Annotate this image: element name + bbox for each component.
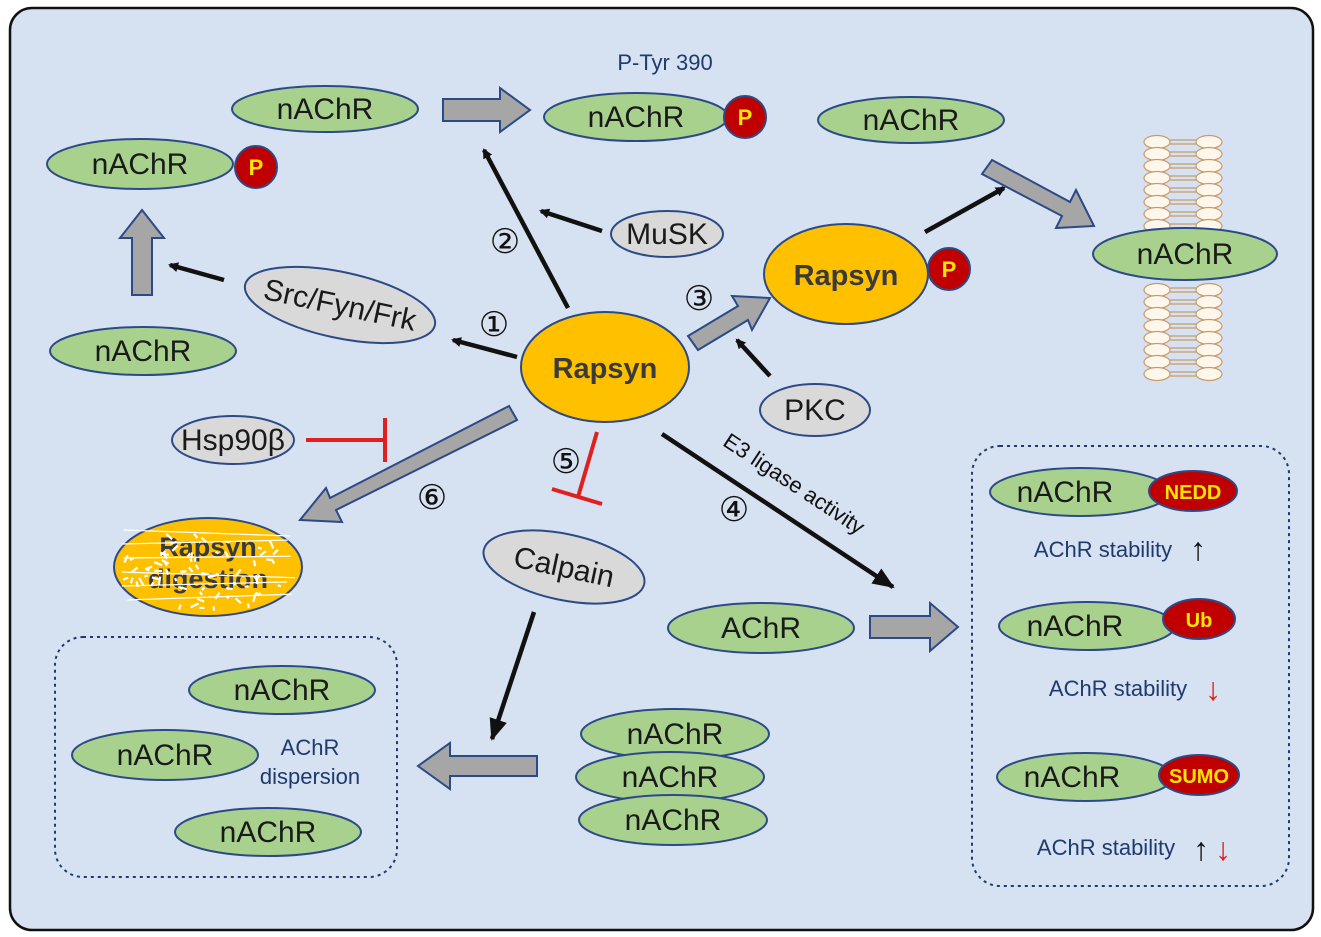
svg-text:nAChR: nAChR [1027, 610, 1124, 643]
dispersion-box [54, 636, 398, 878]
stability-sumo-arrow-up: ↑ [1193, 831, 1209, 867]
svg-text:nAChR: nAChR [1017, 476, 1114, 509]
nachr-sumo: nAChR SUMO [996, 752, 1240, 802]
block-arrow-to-box [869, 600, 960, 654]
calpain-oval: Calpain [482, 529, 646, 605]
svg-text:P: P [738, 105, 753, 130]
svg-text:NEDD: NEDD [1165, 482, 1222, 504]
nachr-cluster: nAChR nAChR nAChR [575, 708, 770, 846]
hsp90-oval: Hsp90β [171, 415, 295, 465]
rapsyn-phospho: Rapsyn [763, 223, 929, 325]
block-arrow-to-rapsyn-p [686, 294, 772, 352]
arrow-step2 [482, 148, 570, 310]
block-arrow-to-ptyr [442, 86, 532, 134]
arrow-src [168, 262, 225, 283]
block-arrow-to-dispersion [416, 741, 538, 791]
svg-text:nAChR: nAChR [625, 804, 722, 837]
phospho-badge-ptyr: P [723, 95, 767, 139]
svg-text:nAChR: nAChR [95, 335, 192, 368]
block-arrow-to-membrane [980, 158, 1096, 230]
svg-text:nAChR: nAChR [863, 104, 960, 137]
svg-text:SUMO: SUMO [1169, 766, 1229, 788]
svg-text:Rapsyn: Rapsyn [553, 353, 658, 385]
svg-text:MuSK: MuSK [626, 218, 708, 251]
stability-nedd-label: AChR stability [1034, 537, 1172, 562]
stability-nedd-arrow: ↑ [1190, 531, 1206, 567]
phospho-badge-left: P [234, 145, 278, 189]
nachr-membrane: nAChR [1092, 227, 1278, 281]
rapsyn-center: Rapsyn [520, 311, 690, 423]
inhibit-calpain [551, 431, 603, 506]
svg-text:digestion: digestion [148, 564, 268, 594]
stability-ub-arrow: ↓ [1205, 671, 1221, 707]
nachr-phospho-left: nAChR [46, 138, 234, 190]
block-arrow-up-left [117, 208, 167, 296]
svg-text:nAChR: nAChR [622, 761, 719, 794]
svg-text:AChR: AChR [721, 612, 801, 645]
svg-text:nAChR: nAChR [627, 718, 724, 751]
dispersion-nachr-3: nAChR [174, 807, 362, 857]
inhibit-hsp90 [306, 418, 387, 462]
svg-text:nAChR: nAChR [220, 816, 317, 849]
block-arrow-to-digestion [297, 404, 519, 524]
arrow-pkc [735, 338, 772, 378]
dispersion-label-2: dispersion [260, 764, 360, 789]
svg-text:P: P [249, 155, 264, 180]
svg-text:nAChR: nAChR [1137, 238, 1234, 271]
svg-text:Ub: Ub [1186, 610, 1213, 632]
arrow-musk [539, 208, 603, 234]
digestion-specks [121, 529, 296, 611]
nachr-top-right: nAChR [817, 96, 1005, 144]
arrow-calpain [489, 611, 537, 741]
stability-sumo-label: AChR stability [1037, 835, 1175, 860]
phospho-badge-rapsyn: P [927, 247, 971, 291]
step-3: ③ [684, 280, 714, 318]
rapsyn-digestion: Rapsyn digestion [113, 517, 303, 617]
ptyr-label: P-Tyr 390 [617, 50, 712, 75]
svg-text:nAChR: nAChR [234, 674, 331, 707]
svg-text:PKC: PKC [784, 394, 846, 427]
step-4: ④ [719, 491, 749, 529]
step-2: ② [490, 223, 520, 261]
arrow-e3 [660, 432, 895, 589]
dispersion-nachr-1: nAChR [188, 665, 376, 715]
stability-ub-label: AChR stability [1049, 676, 1187, 701]
dispersion-label-1: AChR [281, 735, 340, 760]
svg-text:Rapsyn: Rapsyn [794, 260, 899, 292]
svg-text:Hsp90β: Hsp90β [181, 424, 285, 457]
nachr-left-lower: nAChR [49, 326, 237, 376]
achr-oval: AChR [667, 602, 855, 654]
step-1: ① [479, 306, 509, 344]
nachr-ub: nAChR Ub [998, 598, 1236, 651]
membrane-bilayer [1143, 134, 1223, 382]
nachr-ptyr: nAChR [543, 92, 729, 142]
modification-box [971, 445, 1290, 887]
svg-text:nAChR: nAChR [117, 739, 214, 772]
step-6: ⑥ [417, 479, 447, 517]
svg-text:nAChR: nAChR [92, 148, 189, 181]
dispersion-nachr-2: nAChR [71, 729, 259, 781]
nachr-top-1: nAChR [231, 85, 419, 133]
arrow-rapsyn-p-membrane [923, 186, 1006, 234]
svg-text:P: P [942, 257, 957, 282]
pkc-oval: PKC [759, 383, 871, 437]
svg-text:nAChR: nAChR [588, 101, 685, 134]
arrow-step1 [451, 337, 518, 360]
svg-text:nAChR: nAChR [277, 93, 374, 126]
svg-text:nAChR: nAChR [1024, 761, 1121, 794]
nachr-nedd: nAChR NEDD [989, 467, 1238, 517]
stability-sumo-arrow-down: ↓ [1215, 831, 1231, 867]
step-5: ⑤ [551, 443, 581, 481]
musk-oval: MuSK [610, 210, 724, 258]
